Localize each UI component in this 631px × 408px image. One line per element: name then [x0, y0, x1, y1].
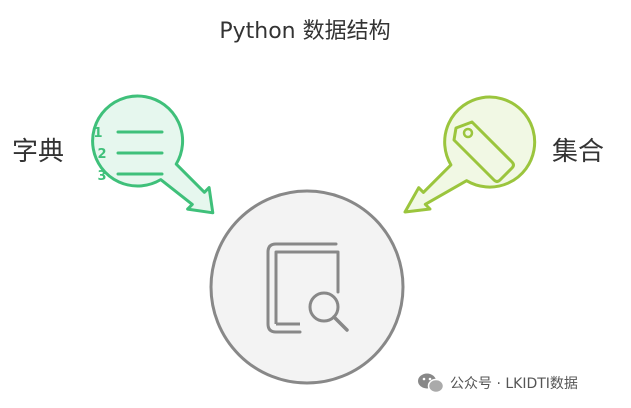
center-node [209, 189, 405, 385]
diagram-title: Python 数据结构 [219, 19, 390, 44]
list-number-3: 3 [97, 169, 106, 184]
list-number-2: 2 [97, 147, 106, 162]
book-search-icon [266, 242, 349, 334]
numbered-list-icon: 1 2 3 [93, 126, 164, 184]
tag-icon [452, 120, 515, 183]
list-number-1: 1 [93, 126, 102, 141]
watermark-text: 公众号 · LKIDTI数据 [450, 376, 578, 392]
watermark: 公众号 · LKIDTI数据 [418, 373, 578, 394]
center-node-shape [209, 189, 405, 385]
set-label: 集合 [552, 137, 604, 167]
dict-node: 1 2 3 [91, 94, 215, 215]
dict-label: 字典 [12, 137, 64, 167]
set-node [403, 95, 537, 214]
wechat-icon [418, 373, 445, 394]
